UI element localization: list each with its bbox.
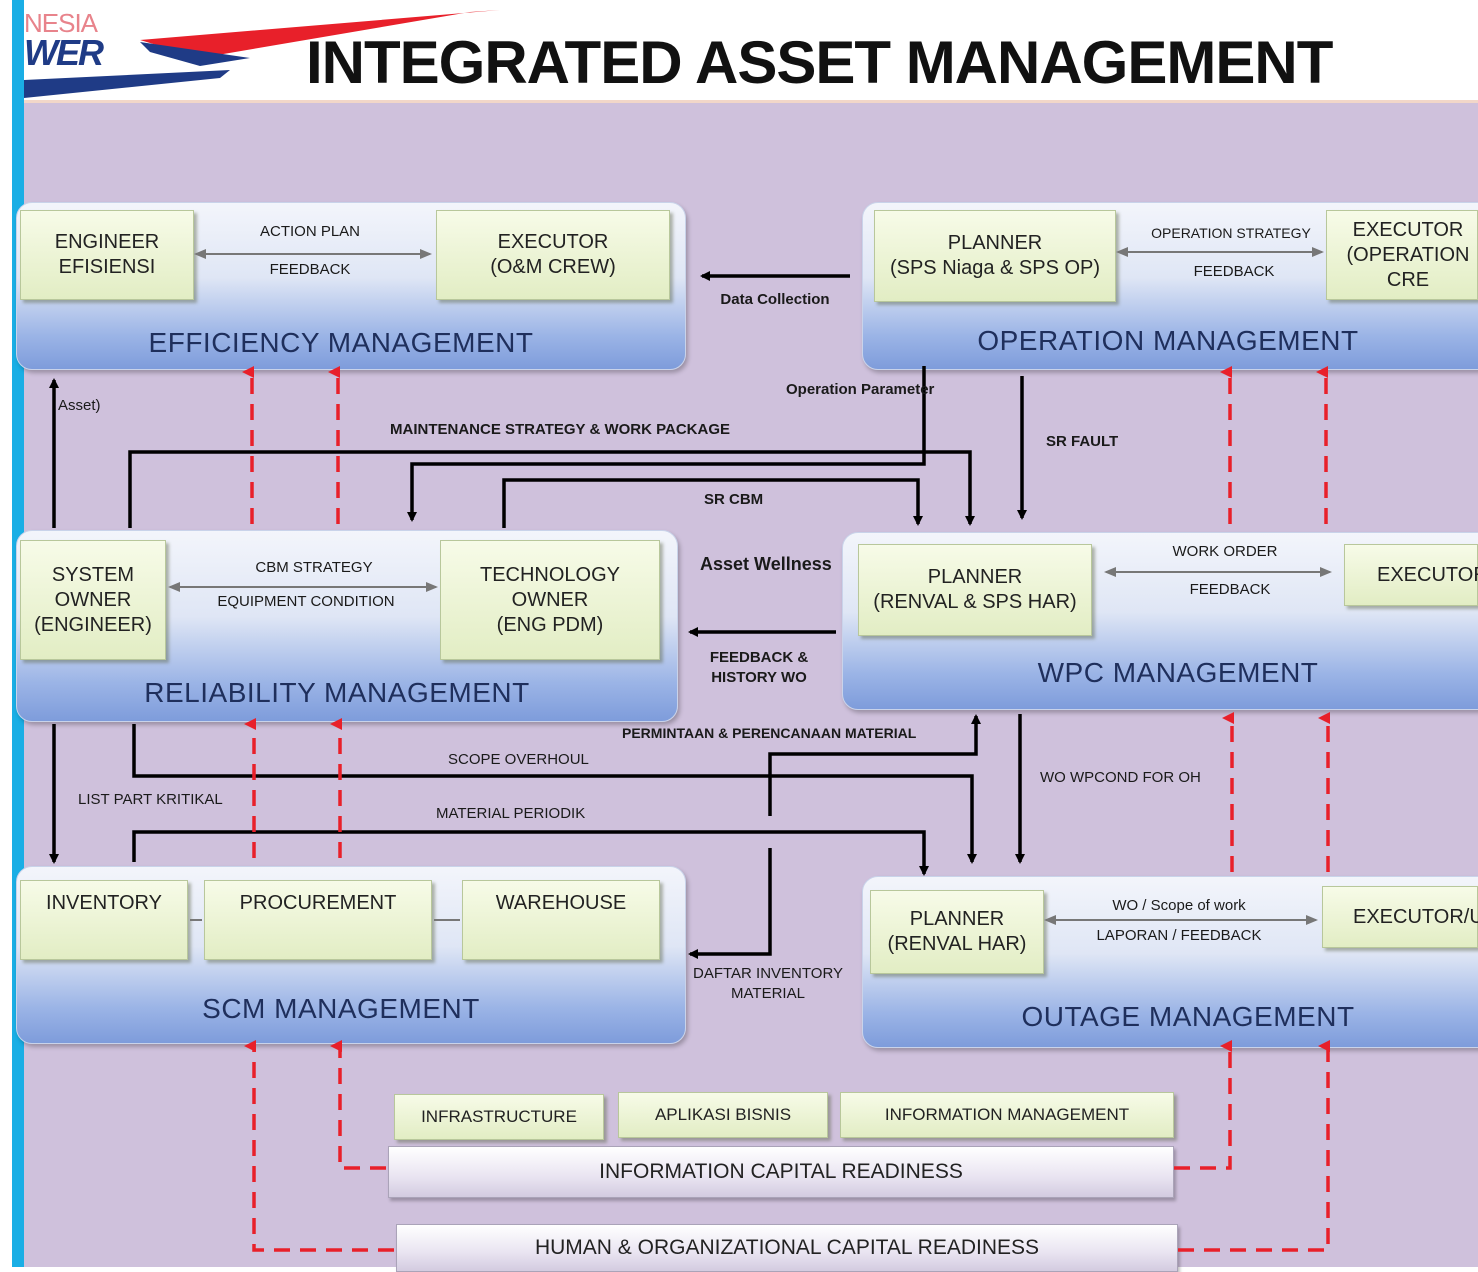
logo-icon: [24, 10, 500, 98]
wo-wpcond-label: WO WPCOND FOR OH: [1040, 769, 1201, 786]
material-periodik-label: MATERIAL PERIODIK: [436, 805, 586, 822]
system-owner-box: SYSTEM OWNER (ENGINEER): [20, 540, 166, 660]
operation-parameter-label: Operation Parameter: [786, 381, 935, 398]
equipment-condition-label: EQUIPMENT CONDITION: [217, 593, 395, 610]
permintaan-material-label: PERMINTAAN & PERENCANAAN MATERIAL: [622, 725, 917, 741]
warehouse-box: WAREHOUSE: [462, 880, 660, 960]
data-collection-label: Data Collection: [720, 291, 830, 308]
scope-overhoul-label: SCOPE OVERHOUL: [448, 751, 589, 768]
executor-wpc-box: EXECUTOR: [1344, 544, 1478, 606]
scm-management-label: SCM MANAGEMENT: [202, 993, 480, 1024]
feedback-history-wo-label: FEEDBACK & HISTORY WO: [709, 649, 809, 687]
information-capital-readiness-bar: INFORMATION CAPITAL READINESS: [388, 1146, 1174, 1198]
planner-sps-box: PLANNER (SPS Niaga & SPS OP): [874, 210, 1116, 302]
cbm-strategy-label: CBM STRATEGY: [255, 559, 373, 576]
executor-outage-box: EXECUTOR/U: [1322, 886, 1478, 948]
header: [24, 0, 1478, 103]
laporan-feedback-label: LAPORAN / FEEDBACK: [1096, 927, 1262, 944]
operation-strategy-label: OPERATION STRATEGY: [1151, 225, 1311, 241]
action-plan-label: ACTION PLAN: [259, 223, 361, 240]
procurement-box: PROCUREMENT: [204, 880, 432, 960]
efficiency-feedback-label: FEEDBACK: [269, 261, 351, 278]
logo-text-bottom: WER: [24, 32, 104, 73]
operation-management-label: OPERATION MANAGEMENT: [977, 325, 1359, 356]
logo-text-top: NESIA: [24, 8, 98, 38]
asset-wellness-label: Asset Wellness: [700, 554, 832, 574]
infrastructure-box: INFRASTRUCTURE: [394, 1094, 604, 1140]
operation-feedback-label: FEEDBACK: [1193, 263, 1275, 280]
sr-cbm-label: SR CBM: [704, 491, 764, 508]
page-title: INTEGRATED ASSET MANAGEMENT: [306, 29, 1333, 96]
wpc-management-label: WPC MANAGEMENT: [1037, 657, 1319, 688]
reliability-management-label: RELIABILITY MANAGEMENT: [144, 677, 530, 708]
technology-owner-box: TECHNOLOGY OWNER (ENG PDM): [440, 540, 660, 660]
sr-fault-label: SR FAULT: [1046, 433, 1119, 450]
executor-operation-crew-box: EXECUTOR (OPERATION CRE: [1326, 210, 1478, 300]
planner-renval-sps-har-box: PLANNER (RENVAL & SPS HAR): [858, 544, 1092, 636]
planner-renval-har-box: PLANNER (RENVAL HAR): [870, 890, 1044, 974]
inventory-box: INVENTORY: [20, 880, 188, 960]
wo-scope-of-work-label: WO / Scope of work: [1112, 897, 1246, 914]
efficiency-management-label: EFFICIENCY MANAGEMENT: [148, 327, 534, 358]
engineer-efisiensi-box: ENGINEER EFISIENSI: [20, 210, 194, 300]
human-organizational-capital-readiness-bar: HUMAN & ORGANIZATIONAL CAPITAL READINESS: [396, 1224, 1178, 1272]
wpc-feedback-label: FEEDBACK: [1189, 581, 1271, 598]
list-part-kritikal-label: LIST PART KRITIKAL: [78, 791, 223, 808]
information-management-box: INFORMATION MANAGEMENT: [840, 1092, 1174, 1138]
aplikasi-bisnis-box: APLIKASI BISNIS: [618, 1092, 828, 1138]
asset-label: Asset): [58, 397, 101, 414]
work-order-label: WORK ORDER: [1172, 543, 1278, 560]
daftar-inventory-material-label: DAFTAR INVENTORY MATERIAL: [692, 965, 844, 1003]
outage-management-label: OUTAGE MANAGEMENT: [1021, 1001, 1355, 1032]
executor-om-crew-box: EXECUTOR (O&M CREW): [436, 210, 670, 300]
maintenance-strategy-label: MAINTENANCE STRATEGY & WORK PACKAGE: [390, 421, 731, 438]
